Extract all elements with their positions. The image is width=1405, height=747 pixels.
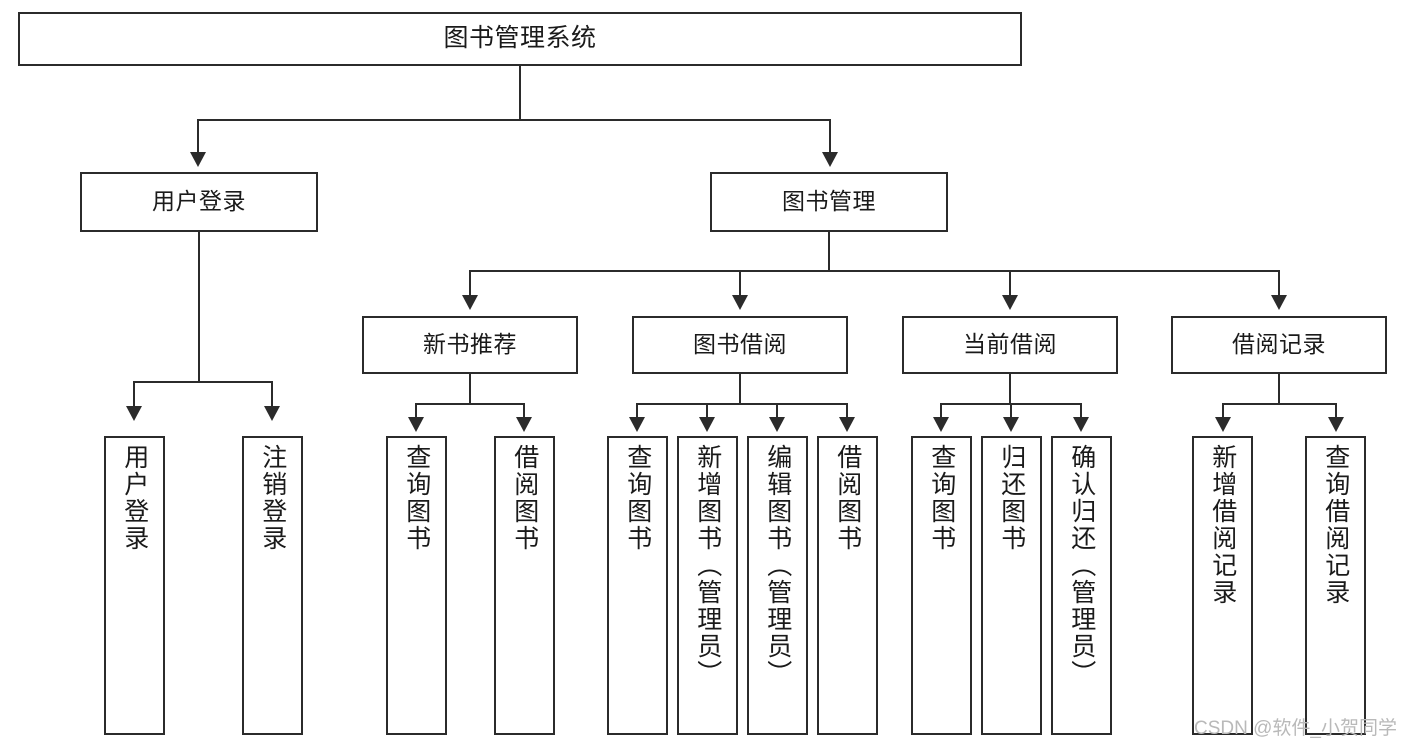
leaf-query-record[interactable]: 查询借阅记录 [1305,436,1366,735]
node-label: 查询借阅记录 [1321,444,1350,606]
connector-book-borrow-to-leaf-4 [846,403,848,419]
leaf-return-book[interactable]: 归还图书 [981,436,1042,735]
connector-borrow-record-bus [1222,403,1335,405]
connector-new-book-bus [415,403,523,405]
arrowhead-book-manage-l3-1 [462,295,478,310]
leaf-borrow-book-1[interactable]: 借阅图书 [494,436,555,735]
watermark-text: CSDN @软件_小贺同学 [1194,718,1397,739]
arrowhead-user-login-leaf-2 [264,406,280,421]
connector-book-borrow-to-leaf-2 [706,403,708,419]
node-label: 新增借阅记录 [1208,444,1237,606]
connector-root-bus [197,119,831,121]
arrowhead-user-login-leaf-1 [126,406,142,421]
connector-new-book-to-leaf-1 [415,403,417,419]
connector-root-to-user-login [197,119,199,155]
leaf-edit-book[interactable]: 编辑图书（管理员） [747,436,808,735]
node-label: 图书借阅 [693,331,787,358]
connector-root-stem [519,66,521,120]
connector-current-borrow-to-leaf-1 [940,403,942,419]
connector-borrow-record-to-leaf-1 [1222,403,1224,419]
connector-book-manage-to-l3-4 [1278,270,1280,298]
node-label: 用户登录 [152,188,246,215]
node-book-manage[interactable]: 图书管理 [710,172,948,232]
connector-user-login-bus [133,381,271,383]
arrowhead-current-borrow-leaf-2 [1003,417,1019,432]
leaf-add-book[interactable]: 新增图书（管理员） [677,436,738,735]
node-label: 图书管理 [782,188,876,215]
node-label: 查询图书 [623,444,652,552]
connector-new-book-to-leaf-2 [523,403,525,419]
node-label: 新书推荐 [423,331,517,358]
connector-user-login-stem [198,232,200,382]
node-label: 借阅图书 [510,444,539,552]
node-label: 用户登录 [120,444,149,552]
arrowhead-book-borrow-leaf-4 [839,417,855,432]
node-label: 查询图书 [927,444,956,552]
node-label: 借阅图书 [833,444,862,552]
leaf-borrow-book-2[interactable]: 借阅图书 [817,436,878,735]
node-label: 注销登录 [258,444,287,552]
leaf-add-record[interactable]: 新增借阅记录 [1192,436,1253,735]
node-label: 新增图书（管理员） [693,444,722,687]
arrowhead-root-to-book-manage [822,152,838,167]
arrowhead-new-book-leaf-2 [516,417,532,432]
connector-new-book-stem [469,374,471,404]
node-label: 查询图书 [402,444,431,552]
node-book-borrow[interactable]: 图书借阅 [632,316,848,374]
connector-root-to-book-manage [829,119,831,155]
leaf-user-login[interactable]: 用户登录 [104,436,165,735]
node-label: 归还图书 [997,444,1026,552]
arrowhead-book-borrow-leaf-1 [629,417,645,432]
arrowhead-book-borrow-leaf-2 [699,417,715,432]
leaf-query-book-1[interactable]: 查询图书 [386,436,447,735]
connector-borrow-record-to-leaf-2 [1335,403,1337,419]
connector-book-borrow-to-leaf-1 [636,403,638,419]
leaf-user-logout[interactable]: 注销登录 [242,436,303,735]
node-borrow-record[interactable]: 借阅记录 [1171,316,1387,374]
node-new-book-recommend[interactable]: 新书推荐 [362,316,578,374]
arrowhead-book-manage-l3-2 [732,295,748,310]
arrowhead-book-borrow-leaf-3 [769,417,785,432]
arrowhead-book-manage-l3-4 [1271,295,1287,310]
connector-user-login-to-leaf-1 [133,381,135,409]
node-label: 确认归还（管理员） [1067,444,1096,687]
arrowhead-borrow-record-leaf-2 [1328,417,1344,432]
leaf-query-book-3[interactable]: 查询图书 [911,436,972,735]
connector-current-borrow-stem [1009,374,1011,404]
arrowhead-book-manage-l3-3 [1002,295,1018,310]
arrowhead-root-to-user-login [190,152,206,167]
connector-current-borrow-to-leaf-2 [1010,403,1012,419]
connector-borrow-record-stem [1278,374,1280,404]
connector-book-manage-stem [828,232,830,271]
node-label: 借阅记录 [1232,331,1326,358]
leaf-confirm-return[interactable]: 确认归还（管理员） [1051,436,1112,735]
connector-current-borrow-to-leaf-3 [1080,403,1082,419]
node-current-borrow[interactable]: 当前借阅 [902,316,1118,374]
arrowhead-borrow-record-leaf-1 [1215,417,1231,432]
connector-book-manage-bus [469,270,1280,272]
arrowhead-current-borrow-leaf-3 [1073,417,1089,432]
node-user-login[interactable]: 用户登录 [80,172,318,232]
node-label: 当前借阅 [963,331,1057,358]
connector-book-manage-to-l3-1 [469,270,471,298]
connector-book-manage-to-l3-2 [739,270,741,298]
connector-book-borrow-bus [636,403,846,405]
connector-user-login-to-leaf-2 [271,381,273,409]
connector-book-borrow-to-leaf-3 [776,403,778,419]
node-label: 编辑图书（管理员） [763,444,792,687]
arrowhead-new-book-leaf-1 [408,417,424,432]
connector-book-manage-to-l3-3 [1009,270,1011,298]
connector-book-borrow-stem [739,374,741,404]
arrowhead-current-borrow-leaf-1 [933,417,949,432]
node-label: 图书管理系统 [443,24,597,53]
leaf-query-book-2[interactable]: 查询图书 [607,436,668,735]
node-root-system[interactable]: 图书管理系统 [18,12,1022,66]
